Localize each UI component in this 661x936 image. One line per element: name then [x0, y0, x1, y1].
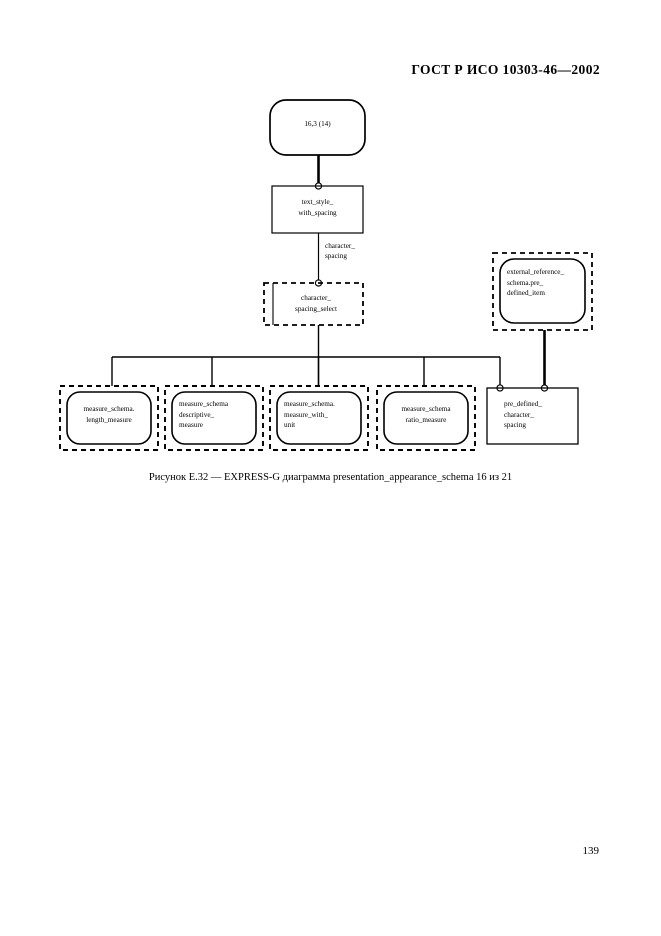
ratio-measure-node-inner-shape: [383, 391, 469, 445]
text-style-with-spacing-node-shape: [271, 185, 364, 234]
external-reference-node-outer-dashed-box: [492, 252, 593, 331]
pre-defined-character-spacing-node-label: pre_defined_ character_ spacing: [504, 400, 542, 429]
length-measure-node-label: measure_schema. length_measure: [83, 405, 135, 424]
descriptive-measure-node-label: measure_schema descriptive_ measure: [179, 400, 229, 429]
measure-with-unit-node-inner-shape: [276, 391, 362, 445]
page-reference-node-label: 16,3 (14): [304, 120, 331, 128]
external-reference-node-inner-shape: [499, 258, 586, 324]
length-measure-node-outer-dashed-box: [59, 385, 159, 451]
express-g-diagram: 16,3 (14) text_style_ with_spacing chara…: [59, 99, 593, 451]
page-number: 139: [582, 845, 600, 857]
diagram-vector-layer: [59, 99, 593, 451]
length-measure-node-inner-shape: [66, 391, 152, 445]
ratio-measure-node-outer-dashed-box: [376, 385, 476, 451]
character-spacing-select-node-shape: [263, 282, 364, 326]
external-reference-node-label: external_reference_ schema.pre_ defined_…: [507, 268, 565, 297]
document-standard-header: ГОСТ Р ИСО 10303-46—2002: [411, 62, 600, 77]
text-style-with-spacing-node-label: text_style_ with_spacing: [298, 198, 337, 217]
pre-defined-character-spacing-node-shape: [486, 387, 579, 445]
descriptive-measure-node-outer-dashed-box: [164, 385, 264, 451]
descriptive-measure-node-inner-shape: [171, 391, 257, 445]
ratio-measure-node-label: measure_schema ratio_measure: [401, 405, 451, 424]
figure-caption: Рисунок Е.32 — EXPRESS-G диаграмма prese…: [148, 472, 513, 483]
measure-with-unit-node-label: measure_schema. measure_with_ unit: [284, 400, 335, 429]
character-spacing-edge-label: character_ spacing: [325, 242, 355, 260]
character-spacing-select-node-label: character_ spacing_select: [295, 294, 337, 313]
measure-with-unit-node-outer-dashed-box: [269, 385, 369, 451]
